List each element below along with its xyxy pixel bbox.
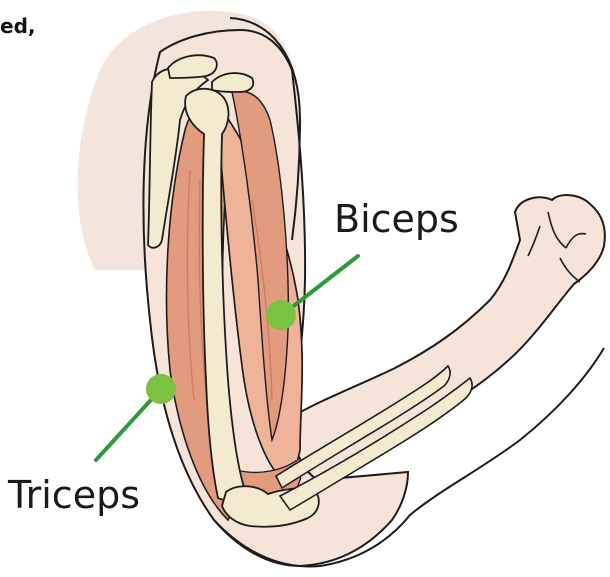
biceps-marker	[266, 300, 296, 330]
biceps-label: Biceps	[334, 200, 459, 238]
triceps-marker	[146, 374, 176, 404]
corner-text: ed,	[0, 14, 35, 38]
triceps-label: Triceps	[8, 476, 140, 514]
triceps-leader-line	[96, 390, 160, 460]
